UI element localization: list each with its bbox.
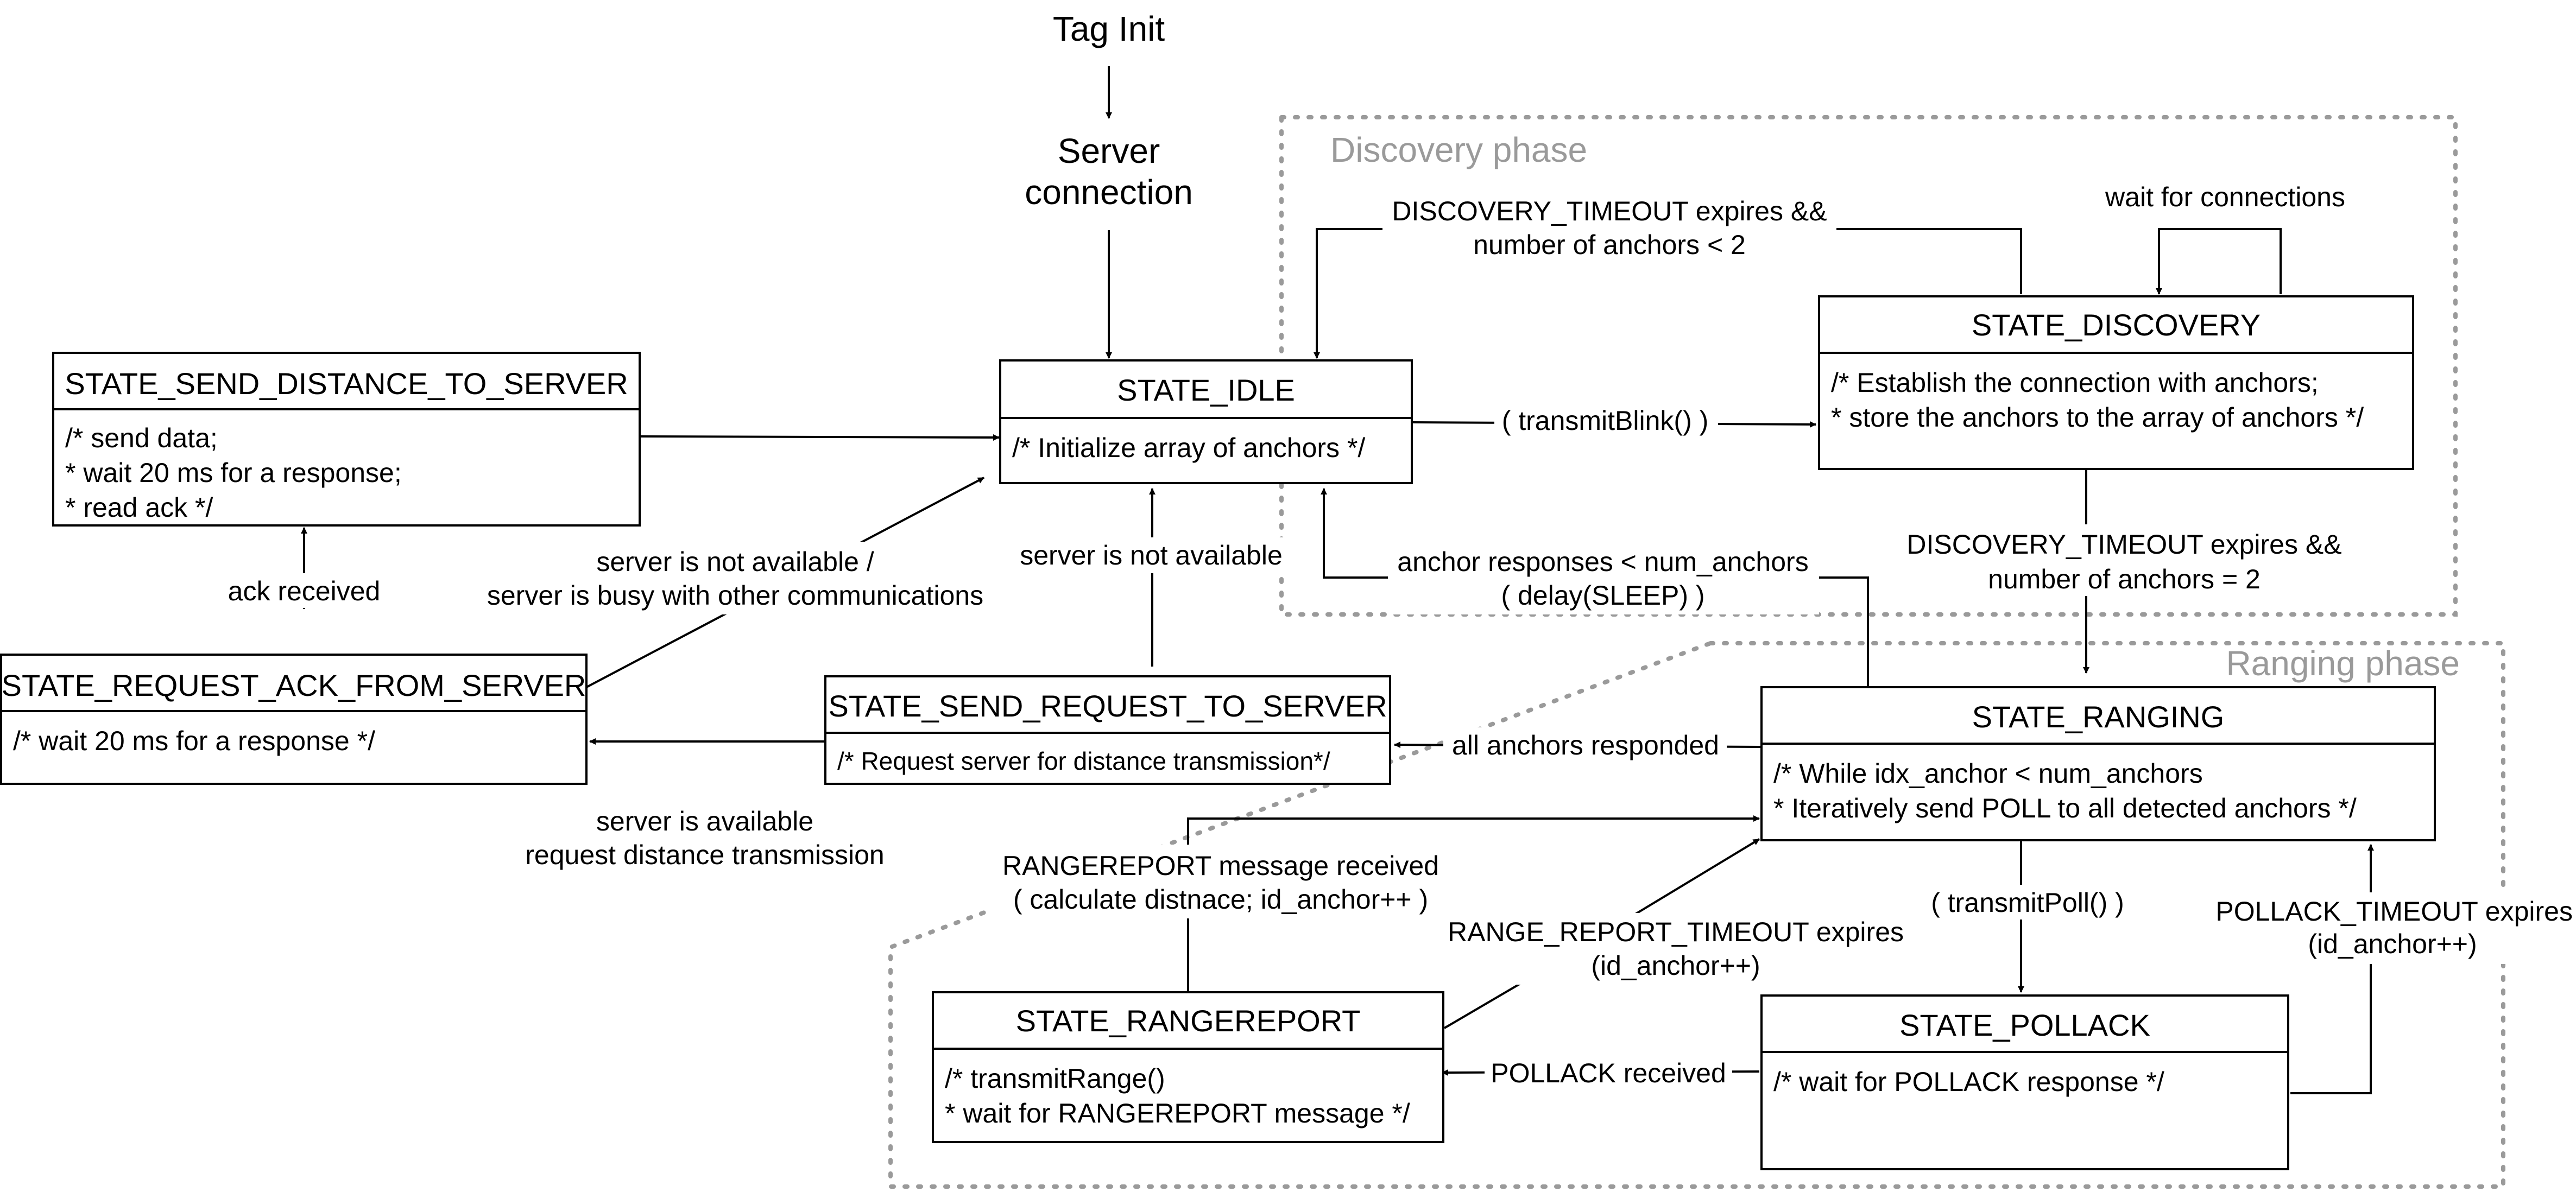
svg-text:DISCOVERY_TIMEOUT expires &&: DISCOVERY_TIMEOUT expires && <box>1392 196 1827 226</box>
svg-text:server is available: server is available <box>596 806 813 836</box>
state-rangereport: STATE_RANGEREPORT /* transmitRange() * w… <box>932 991 1444 1143</box>
edge-label-range-report-timeout: RANGE_REPORT_TIMEOUT expires (id_anchor+… <box>1437 913 1916 985</box>
state-title: STATE_SEND_DISTANCE_TO_SERVER <box>65 366 628 401</box>
state-send-request-to-server: STATE_SEND_REQUEST_TO_SERVER /* Request … <box>824 675 1391 785</box>
state-title: STATE_REQUEST_ACK_FROM_SERVER <box>2 668 586 702</box>
svg-text:server is busy with other comm: server is busy with other communications <box>487 580 983 611</box>
state-send-distance-to-server: STATE_SEND_DISTANCE_TO_SERVER /* send da… <box>52 352 641 527</box>
svg-text:RANGE_REPORT_TIMEOUT expires: RANGE_REPORT_TIMEOUT expires <box>1448 917 1904 947</box>
edge-label-discovery-timeout-lt: DISCOVERY_TIMEOUT expires && number of a… <box>1382 191 1836 260</box>
svg-text:( transmitPoll() ): ( transmitPoll() ) <box>1931 887 2124 918</box>
discovery-phase-label: Discovery phase <box>1330 130 1587 169</box>
edge-label-ack-received: ack received <box>223 573 386 608</box>
svg-text:( delay(SLEEP) ): ( delay(SLEEP) ) <box>1501 580 1704 611</box>
svg-text:( calculate distnace; id_ancho: ( calculate distnace; id_anchor++ ) <box>1013 884 1428 915</box>
ranging-phase-label: Ranging phase <box>2226 644 2460 683</box>
state-body-line: /* Request server for distance transmiss… <box>837 747 1330 775</box>
state-body-line: * Iteratively send POLL to all detected … <box>1773 793 2357 823</box>
state-discovery: STATE_DISCOVERY /* Establish the connect… <box>1818 295 2414 470</box>
edge-label-transmit-blink: ( transmitBlink() ) <box>1494 405 1718 439</box>
edge-label-rangereport-received: RANGEREPORT message received ( calculate… <box>987 845 1455 918</box>
state-body-line: * wait for RANGEREPORT message */ <box>945 1098 1410 1128</box>
edge-label-wait-for-connections: wait for connections <box>2105 182 2345 212</box>
state-title: STATE_SEND_REQUEST_TO_SERVER <box>828 689 1387 723</box>
svg-text:(id_anchor++): (id_anchor++) <box>2308 929 2477 959</box>
state-body-line: /* Establish the connection with anchors… <box>1831 367 2319 398</box>
state-title: STATE_RANGEREPORT <box>1016 1004 1361 1038</box>
edge-label-anchor-responses: anchor responses < num_anchors ( delay(S… <box>1388 543 1819 614</box>
svg-text:POLLACK_TIMEOUT expires: POLLACK_TIMEOUT expires <box>2215 896 2573 927</box>
svg-text:all anchors responded: all anchors responded <box>1452 730 1719 760</box>
state-body-line: /* wait for POLLACK response */ <box>1773 1067 2164 1097</box>
svg-text:number of anchors < 2: number of anchors < 2 <box>1473 230 1746 260</box>
edge-label-discovery-timeout-eq: DISCOVERY_TIMEOUT expires && number of a… <box>1898 524 2351 596</box>
edge-label-all-anchors-responded: all anchors responded <box>1443 727 1727 762</box>
svg-text:( transmitBlink() ): ( transmitBlink() ) <box>1502 405 1709 436</box>
state-body-line: * wait 20 ms for a response; <box>65 458 402 488</box>
svg-text:server is not available: server is not available <box>1020 540 1283 570</box>
state-body-line: /* send data; <box>65 423 218 453</box>
svg-text:POLLACK received: POLLACK received <box>1491 1058 1726 1088</box>
svg-text:(id_anchor++): (id_anchor++) <box>1591 950 1760 981</box>
tag-init-label: Tag Init <box>1053 9 1165 48</box>
svg-text:anchor responses < num_anchors: anchor responses < num_anchors <box>1397 547 1808 577</box>
svg-text:number of anchors = 2: number of anchors = 2 <box>1988 564 2261 594</box>
edge-label-pollack-received: POLLACK received <box>1485 1055 1732 1090</box>
edge-pollack-to-ranging <box>2290 844 2374 1094</box>
state-idle: STATE_IDLE /* Initialize array of anchor… <box>999 359 1413 484</box>
state-body-line: * store the anchors to the array of anch… <box>1831 402 2364 433</box>
edge-label-server-not-available: server is not available <box>1010 537 1292 573</box>
state-body-line: /* transmitRange() <box>945 1063 1165 1094</box>
state-ranging: STATE_RANGING /* While idx_anchor < num_… <box>1760 686 2436 841</box>
state-title: STATE_POLLACK <box>1899 1008 2150 1042</box>
svg-text:ack received: ack received <box>228 576 381 606</box>
edge-discovery-self-loop <box>2156 228 2282 295</box>
svg-text:Server: Server <box>1058 131 1160 170</box>
svg-text:request distance transmission: request distance transmission <box>525 840 884 870</box>
svg-text:DISCOVERY_TIMEOUT expires &&: DISCOVERY_TIMEOUT expires && <box>1906 529 2341 560</box>
edge-label-pollack-timeout: POLLACK_TIMEOUT expires (id_anchor++) <box>2205 892 2574 964</box>
state-body-line: /* While idx_anchor < num_anchors <box>1773 758 2203 789</box>
edge-label-server-not-available-busy: server is not available / server is busy… <box>477 542 995 614</box>
svg-text:connection: connection <box>1025 173 1193 212</box>
state-body-line: * read ack */ <box>65 492 213 523</box>
edge-rangereport-to-ranging <box>1187 815 1760 991</box>
state-request-ack-from-server: STATE_REQUEST_ACK_FROM_SERVER /* wait 20… <box>0 654 588 785</box>
state-pollack: STATE_POLLACK /* wait for POLLACK respon… <box>1760 994 2289 1170</box>
state-title: STATE_RANGING <box>1972 700 2225 734</box>
state-body-line: /* Initialize array of anchors */ <box>1012 433 1365 463</box>
edge-send-distance-to-idle <box>639 434 1000 441</box>
svg-text:server is not available /: server is not available / <box>596 547 874 577</box>
server-connection-label: Server connection <box>1013 129 1203 212</box>
svg-text:RANGEREPORT message received: RANGEREPORT message received <box>1002 851 1439 881</box>
edge-label-server-available: server is available request distance tra… <box>525 806 884 870</box>
state-title: STATE_DISCOVERY <box>1972 308 2261 342</box>
state-title: STATE_IDLE <box>1117 373 1295 407</box>
edge-label-transmit-poll: ( transmitPoll() ) <box>1925 885 2130 920</box>
state-body-line: /* wait 20 ms for a response */ <box>13 726 375 756</box>
ranging-phase-zone: Ranging phase <box>888 641 2505 1189</box>
